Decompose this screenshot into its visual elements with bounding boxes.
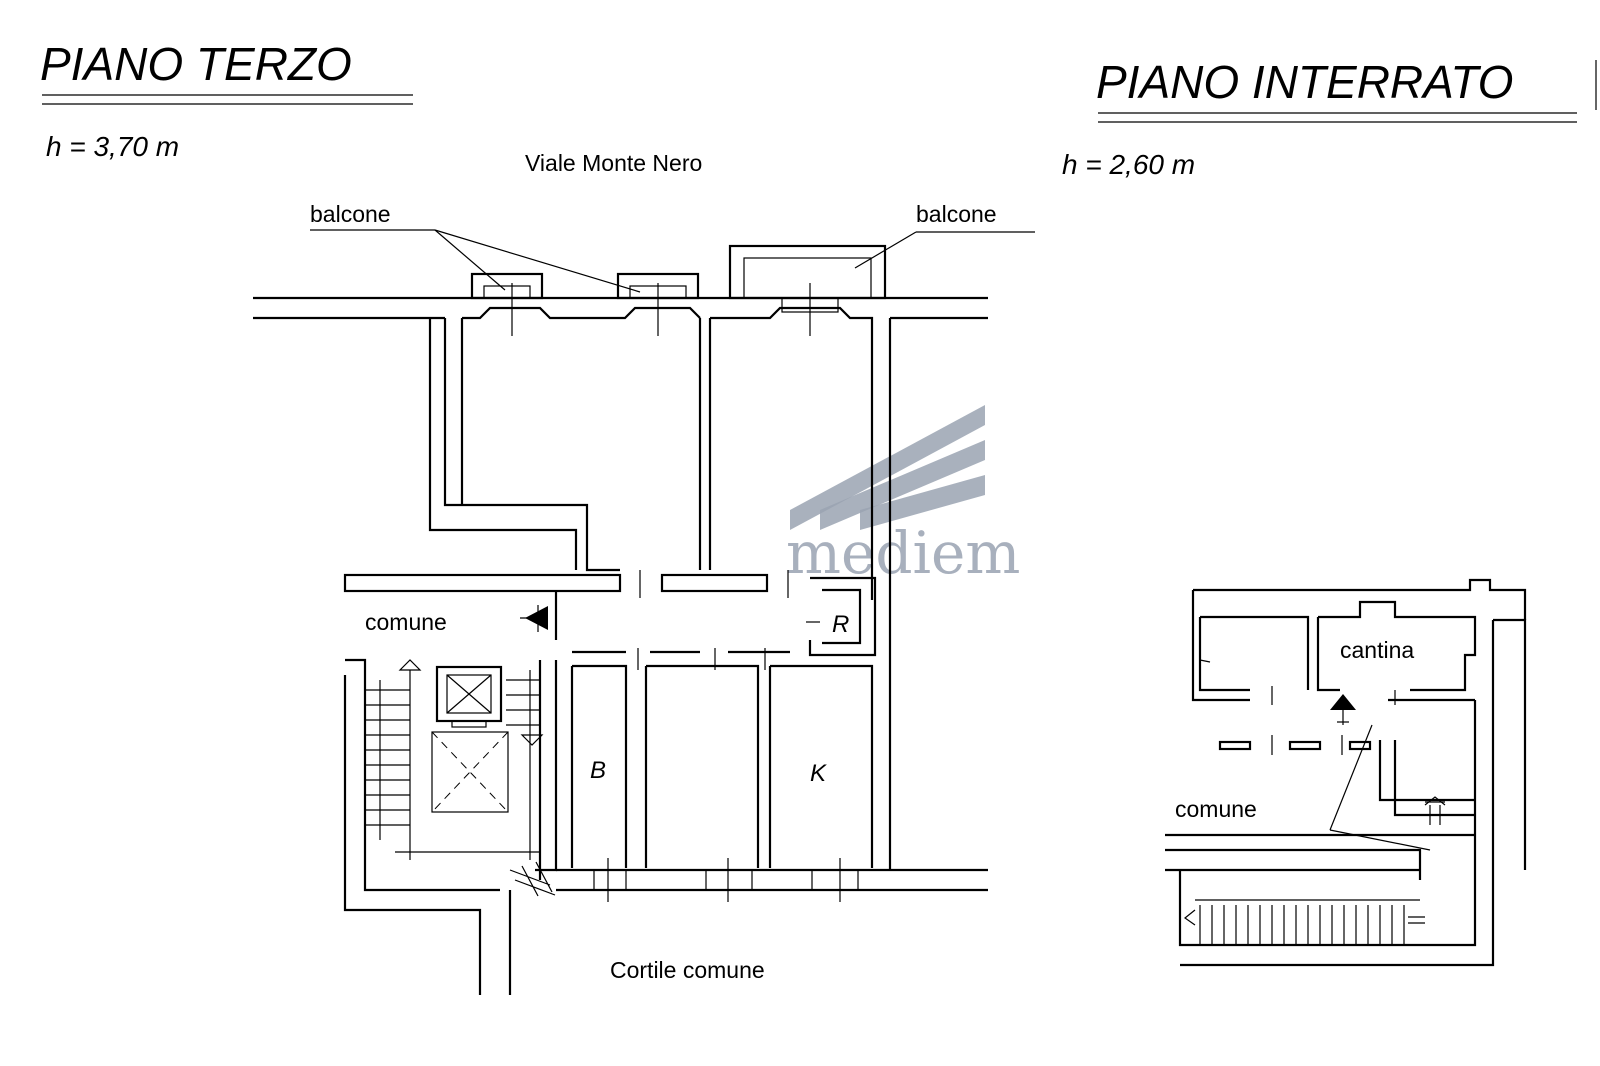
street-label: Viale Monte Nero bbox=[525, 150, 702, 176]
courtyard-label: Cortile comune bbox=[610, 957, 765, 983]
mediem-logo: mediem bbox=[786, 405, 1020, 587]
balcony-label-left: balcone bbox=[310, 201, 391, 227]
title-basement: PIANO INTERRATO bbox=[1096, 56, 1513, 108]
common-area-label-lower: comune bbox=[1175, 796, 1257, 822]
balcony-label-right: balcone bbox=[916, 201, 997, 227]
room-label-bath: B bbox=[590, 757, 606, 784]
room-label-storage: R bbox=[832, 611, 849, 638]
cellar-label: cantina bbox=[1340, 637, 1414, 663]
basement-plan: cantina comune bbox=[1165, 578, 1527, 967]
common-area-label-upper: comune bbox=[365, 609, 447, 635]
staircase bbox=[365, 659, 544, 860]
basement-entrance-arrow-icon bbox=[1330, 694, 1356, 710]
room-label-kitchen: K bbox=[810, 760, 827, 787]
basement-staircase bbox=[1183, 796, 1446, 945]
height-basement: h = 2,60 m bbox=[1062, 149, 1195, 180]
balcony-leaders bbox=[310, 229, 1035, 293]
third-floor-plan bbox=[253, 244, 988, 995]
title-third-floor: PIANO TERZO bbox=[40, 38, 352, 90]
watermark-text: mediem bbox=[786, 519, 1020, 587]
height-third-floor: h = 3,70 m bbox=[46, 131, 179, 162]
